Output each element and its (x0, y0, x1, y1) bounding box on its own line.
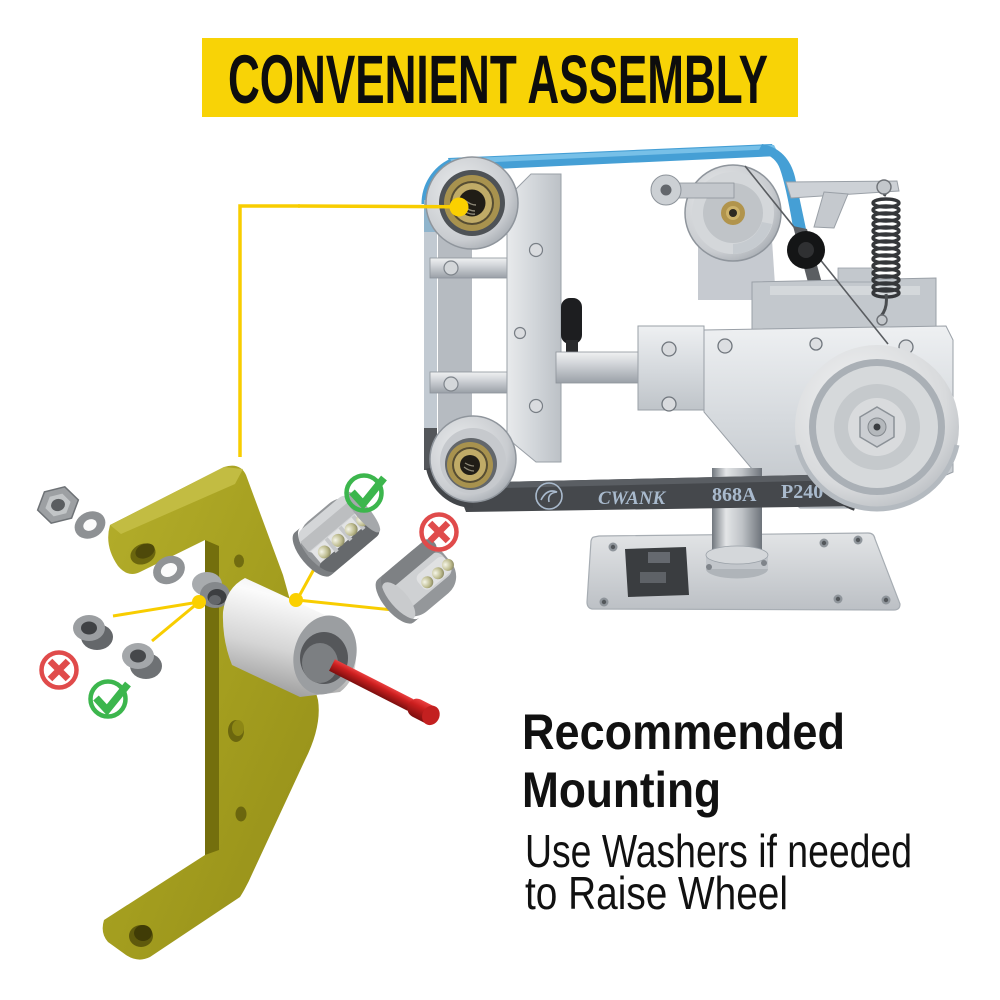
svg-text:Mounting: Mounting (522, 762, 721, 818)
svg-text:868A: 868A (712, 484, 757, 506)
svg-text:to Raise Wheel: to Raise Wheel (525, 867, 788, 919)
svg-text:CONVENIENT ASSEMBLY: CONVENIENT ASSEMBLY (228, 41, 768, 118)
svg-text:Recommended: Recommended (522, 704, 845, 760)
svg-text:Use Washers if needed: Use Washers if needed (525, 825, 912, 877)
svg-text:P240: P240 (781, 481, 823, 503)
svg-text:CWANK: CWANK (598, 488, 667, 509)
